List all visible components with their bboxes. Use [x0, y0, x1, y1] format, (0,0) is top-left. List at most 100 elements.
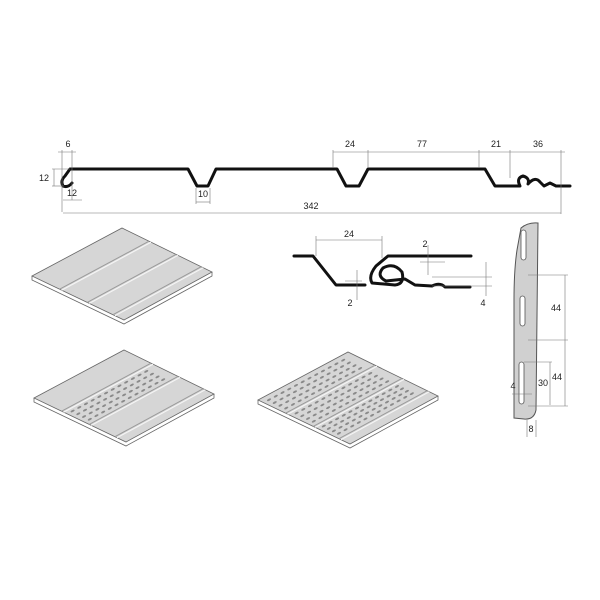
- vent-hole: [314, 373, 319, 376]
- vent-hole: [373, 401, 378, 405]
- vent-hole: [96, 401, 101, 405]
- vent-hole: [336, 431, 341, 435]
- vent-hole: [394, 385, 399, 388]
- panel-groove-highlight: [340, 391, 430, 441]
- vent-hole: [287, 387, 292, 391]
- vent-hole: [121, 399, 126, 403]
- vent-hole: [76, 412, 81, 416]
- vent-hole: [393, 391, 398, 394]
- vent-hole: [117, 384, 122, 388]
- vent-hole: [70, 409, 75, 413]
- vent-hole: [346, 361, 351, 365]
- dim-groove-bottom: 10: [198, 189, 208, 199]
- vent-hole: [107, 407, 112, 410]
- vent-hole: [273, 394, 278, 398]
- vent-hole: [334, 390, 339, 393]
- vent-hole: [348, 382, 353, 386]
- vent-hole: [376, 410, 381, 414]
- vent-hole: [351, 398, 356, 402]
- vent-hole: [341, 413, 346, 417]
- dim-strip-width: 8: [528, 424, 533, 434]
- vent-hole: [326, 372, 331, 376]
- vent-hole: [306, 417, 311, 420]
- vent-hole: [360, 409, 365, 412]
- vent-hole: [307, 376, 312, 380]
- vent-hole: [399, 387, 404, 391]
- vent-hole: [291, 396, 296, 400]
- vent-hole: [82, 415, 87, 418]
- vent-hole: [361, 375, 366, 379]
- vent-hole: [339, 371, 344, 375]
- vent-hole: [398, 393, 403, 397]
- vent-hole: [371, 387, 376, 391]
- vent-hole: [122, 393, 127, 397]
- vent-hole: [293, 384, 298, 387]
- vent-hole: [318, 416, 323, 420]
- vent-hole: [358, 367, 363, 370]
- vent-hole: [147, 385, 152, 389]
- vent-hole: [335, 417, 340, 421]
- vent-hole: [378, 404, 383, 408]
- dim-height: 12: [39, 173, 49, 183]
- vent-hole: [371, 407, 376, 411]
- dim-overlap: 24: [344, 229, 354, 239]
- vent-hole: [313, 379, 318, 383]
- vent-hole: [350, 424, 355, 428]
- panel-surface: [31, 227, 213, 321]
- panel-groove: [114, 388, 204, 438]
- vent-hole: [346, 395, 351, 399]
- panel-groove: [88, 375, 179, 425]
- vent-hole: [104, 391, 109, 395]
- vent-hole: [304, 395, 309, 399]
- panel-groove: [61, 362, 152, 412]
- vent-hole: [383, 406, 388, 410]
- vent-hole: [326, 406, 331, 410]
- vent-hole: [363, 417, 368, 421]
- vent-hole: [95, 407, 100, 411]
- vent-hole: [89, 405, 94, 408]
- vent-hole: [327, 400, 332, 403]
- vent-hole: [161, 378, 166, 382]
- vent-hole: [116, 390, 121, 394]
- vent-hole: [127, 396, 132, 400]
- vent-hole: [129, 383, 134, 387]
- dim-edge-slope: 21: [491, 139, 501, 149]
- vent-hole: [130, 377, 135, 380]
- vent-hole: [90, 398, 95, 402]
- vent-hole: [311, 419, 316, 423]
- vent-hole: [365, 411, 370, 415]
- panel-groove-highlight: [114, 267, 204, 317]
- vent-hole: [114, 403, 119, 407]
- vent-hole: [83, 408, 88, 412]
- vent-hole: [279, 397, 284, 401]
- vent-hole: [331, 409, 336, 412]
- vent-hole: [345, 367, 350, 371]
- vent-hole: [345, 401, 350, 405]
- vent-hole: [352, 391, 357, 395]
- nail-slot: [518, 361, 525, 405]
- vent-hole: [338, 425, 343, 429]
- vent-hole: [328, 393, 333, 397]
- dim-lip-width: 6: [65, 139, 70, 149]
- vent-hole: [379, 377, 384, 381]
- dim-slot-pitch-2: 44: [552, 372, 562, 382]
- vent-hole: [348, 410, 353, 414]
- vent-hole: [301, 408, 306, 411]
- vent-hole: [359, 388, 364, 392]
- vent-hole: [375, 395, 380, 399]
- vent-hole: [285, 400, 290, 404]
- vent-hole: [365, 391, 370, 394]
- panel-groove: [59, 240, 150, 290]
- vent-hole: [366, 405, 371, 409]
- vent-hole: [353, 385, 358, 389]
- vent-hole: [83, 402, 88, 406]
- panel-groove: [285, 364, 376, 414]
- vent-hole: [325, 412, 330, 416]
- dim-slot-length: 30: [538, 378, 548, 388]
- vent-hole: [366, 384, 371, 388]
- vent-hole: [290, 403, 295, 406]
- vent-hole: [368, 399, 373, 403]
- nail-slot: [519, 295, 526, 327]
- vent-hole: [286, 394, 291, 397]
- vent-hole: [280, 391, 285, 394]
